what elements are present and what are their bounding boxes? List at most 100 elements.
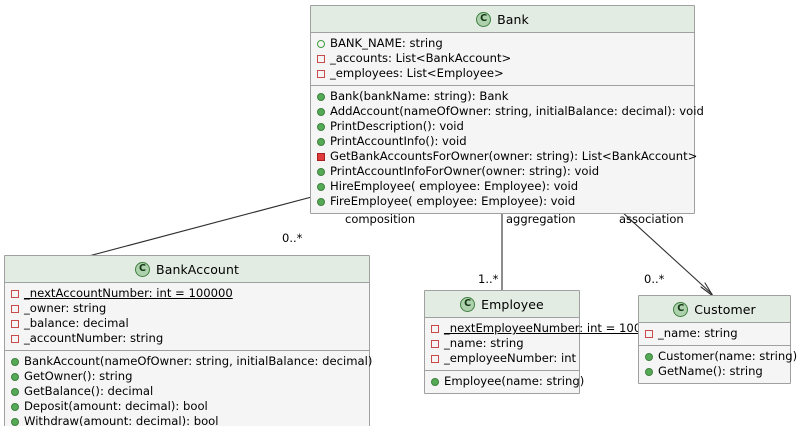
- class-member-row: BANK_NAME: string: [311, 36, 694, 51]
- class-member-row: GetName(): string: [639, 364, 790, 379]
- class-member-label: _nextAccountNumber: int = 100000: [24, 286, 233, 300]
- pub-method-marker-icon: [317, 107, 325, 116]
- priv-field-marker-icon: [11, 304, 19, 313]
- pub-method-marker-icon: [645, 367, 653, 376]
- pub-method-marker-icon: [317, 182, 325, 191]
- class-member-row: GetBalance(): decimal: [5, 384, 369, 399]
- pub-method-marker-icon: [11, 372, 19, 381]
- class-member-row: _balance: decimal: [5, 316, 369, 331]
- association-label: association: [619, 212, 684, 226]
- pub-method-marker-icon: [317, 137, 325, 146]
- class-member-label: Employee(name: string): [444, 374, 585, 388]
- priv-method-marker-icon: [317, 152, 325, 161]
- class-member-row: FireEmployee( employee: Employee): void: [311, 194, 694, 209]
- class-member-label: Deposit(amount: decimal): bool: [24, 399, 208, 413]
- class-header-bankaccount: C BankAccount: [5, 256, 369, 283]
- class-member-label: _name: string: [444, 336, 524, 350]
- class-member-label: _name: string: [658, 326, 738, 340]
- class-member-label: AddAccount(nameOfOwner: string, initialB…: [330, 104, 704, 118]
- class-member-label: BANK_NAME: string: [330, 36, 443, 50]
- class-header-bank: C Bank: [311, 6, 694, 33]
- class-member-label: BankAccount(nameOfOwner: string, initial…: [24, 354, 373, 368]
- class-member-label: Withdraw(amount: decimal): bool: [24, 414, 219, 426]
- class-member-row: GetBankAccountsForOwner(owner: string): …: [311, 149, 698, 164]
- class-badge-icon: C: [476, 11, 492, 27]
- class-member-row: Deposit(amount: decimal): bool: [5, 399, 369, 414]
- edge-composition: [84, 187, 340, 258]
- class-member-label: Bank(bankName: string): Bank: [330, 89, 509, 103]
- methods-section-bankaccount: BankAccount(nameOfOwner: string, initial…: [5, 350, 373, 426]
- class-member-label: GetName(): string: [658, 364, 763, 378]
- methods-section-customer: Customer(name: string)GetName(): string: [639, 345, 797, 383]
- fields-section-employee: _nextEmployeeNumber: int = 100_name: str…: [425, 318, 641, 370]
- class-member-row: PrintAccountInfo(): void: [311, 134, 694, 149]
- class-member-row: PrintAccountInfoForOwner(owner: string):…: [311, 164, 694, 179]
- class-member-row: _owner: string: [5, 301, 369, 316]
- fields-section-bank: BANK_NAME: string_accounts: List<BankAcc…: [311, 33, 694, 85]
- class-name-customer: Customer: [694, 301, 756, 317]
- class-member-label: _employees: List<Employee>: [330, 66, 504, 80]
- priv-field-marker-icon: [431, 339, 439, 348]
- class-member-label: PrintAccountInfoForOwner(owner: string):…: [330, 164, 600, 178]
- class-member-row: GetOwner(): string: [5, 369, 369, 384]
- class-member-row: HireEmployee( employee: Employee): void: [311, 179, 694, 194]
- class-member-label: _nextEmployeeNumber: int = 100: [444, 321, 642, 335]
- pub-method-marker-icon: [11, 402, 19, 411]
- class-member-row: _accounts: List<BankAccount>: [311, 51, 694, 66]
- priv-field-marker-icon: [317, 54, 325, 63]
- class-member-label: _owner: string: [24, 301, 107, 315]
- class-box-bankaccount[interactable]: C BankAccount _nextAccountNumber: int = …: [4, 255, 373, 426]
- pub-method-marker-icon: [11, 357, 19, 366]
- pub-method-marker-icon: [317, 92, 325, 101]
- class-member-row: _employees: List<Employee>: [311, 66, 694, 81]
- class-member-row: BankAccount(nameOfOwner: string, initial…: [5, 354, 373, 369]
- class-badge-icon: C: [135, 261, 151, 277]
- class-member-label: _accounts: List<BankAccount>: [330, 51, 512, 65]
- pub-method-marker-icon: [431, 377, 439, 386]
- class-member-row: Customer(name: string): [639, 349, 797, 364]
- class-member-label: Customer(name: string): [658, 349, 798, 363]
- pub-method-marker-icon: [11, 387, 19, 396]
- class-name-bank: Bank: [497, 11, 529, 27]
- fields-section-customer: _name: string: [639, 323, 790, 345]
- class-member-row: _nextEmployeeNumber: int = 100: [425, 321, 641, 336]
- pub-method-marker-icon: [11, 417, 19, 426]
- class-name-employee: Employee: [481, 296, 544, 312]
- class-header-employee: C Employee: [425, 291, 579, 318]
- class-box-customer[interactable]: C Customer _name: string Customer(name: …: [638, 295, 797, 384]
- pub-method-marker-icon: [645, 352, 653, 361]
- class-member-label: PrintDescription(): void: [330, 119, 464, 133]
- class-member-label: GetBankAccountsForOwner(owner: string): …: [330, 149, 698, 163]
- pub-method-marker-icon: [317, 167, 325, 176]
- class-member-label: _employeeNumber: int: [444, 351, 577, 365]
- class-badge-icon: C: [460, 296, 476, 312]
- class-member-row: _name: string: [639, 326, 790, 341]
- class-member-label: FireEmployee( employee: Employee): void: [330, 194, 576, 208]
- class-member-row: _employeeNumber: int: [425, 351, 579, 366]
- priv-field-marker-icon: [11, 319, 19, 328]
- pub-method-marker-icon: [317, 122, 325, 131]
- class-member-row: Employee(name: string): [425, 374, 584, 389]
- class-badge-icon: C: [673, 301, 689, 317]
- class-header-customer: C Customer: [639, 296, 790, 323]
- composition-target-multiplicity: 0..*: [282, 231, 303, 245]
- class-box-employee[interactable]: C Employee _nextEmployeeNumber: int = 10…: [424, 290, 641, 394]
- class-member-row: AddAccount(nameOfOwner: string, initialB…: [311, 104, 704, 119]
- priv-field-marker-icon: [317, 69, 325, 78]
- methods-section-employee: Employee(name: string): [425, 370, 584, 393]
- class-box-bank[interactable]: C Bank BANK_NAME: string_accounts: List<…: [310, 5, 704, 214]
- class-member-label: _accountNumber: string: [24, 331, 164, 345]
- class-member-label: PrintAccountInfo(): void: [330, 134, 467, 148]
- pub-method-marker-icon: [317, 197, 325, 206]
- class-member-label: HireEmployee( employee: Employee): void: [330, 179, 579, 193]
- class-member-row: Bank(bankName: string): Bank: [311, 89, 694, 104]
- priv-field-marker-icon: [431, 354, 439, 363]
- class-name-bankaccount: BankAccount: [156, 261, 239, 277]
- aggregation-label: aggregation: [506, 212, 576, 226]
- fields-section-bankaccount: _nextAccountNumber: int = 100000_owner: …: [5, 283, 369, 350]
- class-member-row: PrintDescription(): void: [311, 119, 694, 134]
- pub-field-marker-icon: [317, 39, 325, 48]
- class-member-row: _name: string: [425, 336, 579, 351]
- aggregation-target-multiplicity: 1..*: [478, 272, 499, 286]
- class-member-row: Withdraw(amount: decimal): bool: [5, 414, 369, 426]
